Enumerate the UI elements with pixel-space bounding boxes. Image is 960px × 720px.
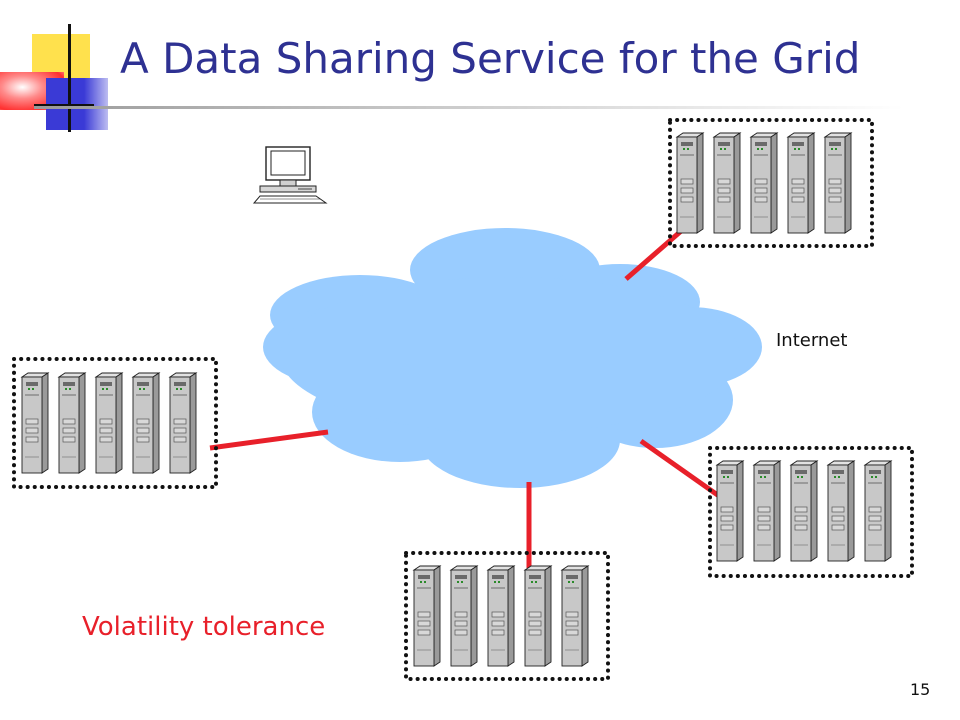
- server-tower-icon: [95, 372, 123, 474]
- cluster-right: [708, 446, 914, 578]
- server-tower-icon: [169, 372, 197, 474]
- server-tower-icon: [132, 372, 160, 474]
- cluster-top-right: [668, 118, 874, 248]
- server-tower-icon: [750, 132, 778, 234]
- server-tower-icon: [487, 565, 515, 667]
- link-left: [209, 429, 329, 451]
- server-tower-icon: [753, 460, 781, 562]
- server-tower-icon: [790, 460, 818, 562]
- server-tower-icon: [413, 565, 441, 667]
- server-tower-icon: [676, 132, 704, 234]
- server-tower-icon: [716, 460, 744, 562]
- page-title: A Data Sharing Service for the Grid: [120, 34, 861, 83]
- volatility-tolerance-label: Volatility tolerance: [82, 612, 326, 642]
- cluster-left: [12, 357, 218, 489]
- server-tower-icon: [827, 460, 855, 562]
- link-right: [639, 438, 721, 499]
- server-tower-icon: [561, 565, 589, 667]
- deco-horizontal-line: [34, 104, 94, 107]
- internet-cloud: [263, 228, 762, 488]
- server-tower-icon: [713, 132, 741, 234]
- server-tower-icon: [450, 565, 478, 667]
- deco-vertical-line: [68, 24, 71, 132]
- desktop-computer-icon: [252, 146, 328, 204]
- server-tower-icon: [824, 132, 852, 234]
- link-top-right: [624, 223, 690, 281]
- server-tower-icon: [524, 565, 552, 667]
- server-tower-icon: [787, 132, 815, 234]
- server-tower-icon: [58, 372, 86, 474]
- server-tower-icon: [864, 460, 892, 562]
- server-tower-icon: [21, 372, 49, 474]
- internet-label: Internet: [776, 330, 848, 351]
- title-underline: [34, 106, 904, 109]
- page-number: 15: [910, 680, 931, 699]
- cluster-bottom: [404, 551, 610, 681]
- network-links: [209, 223, 721, 568]
